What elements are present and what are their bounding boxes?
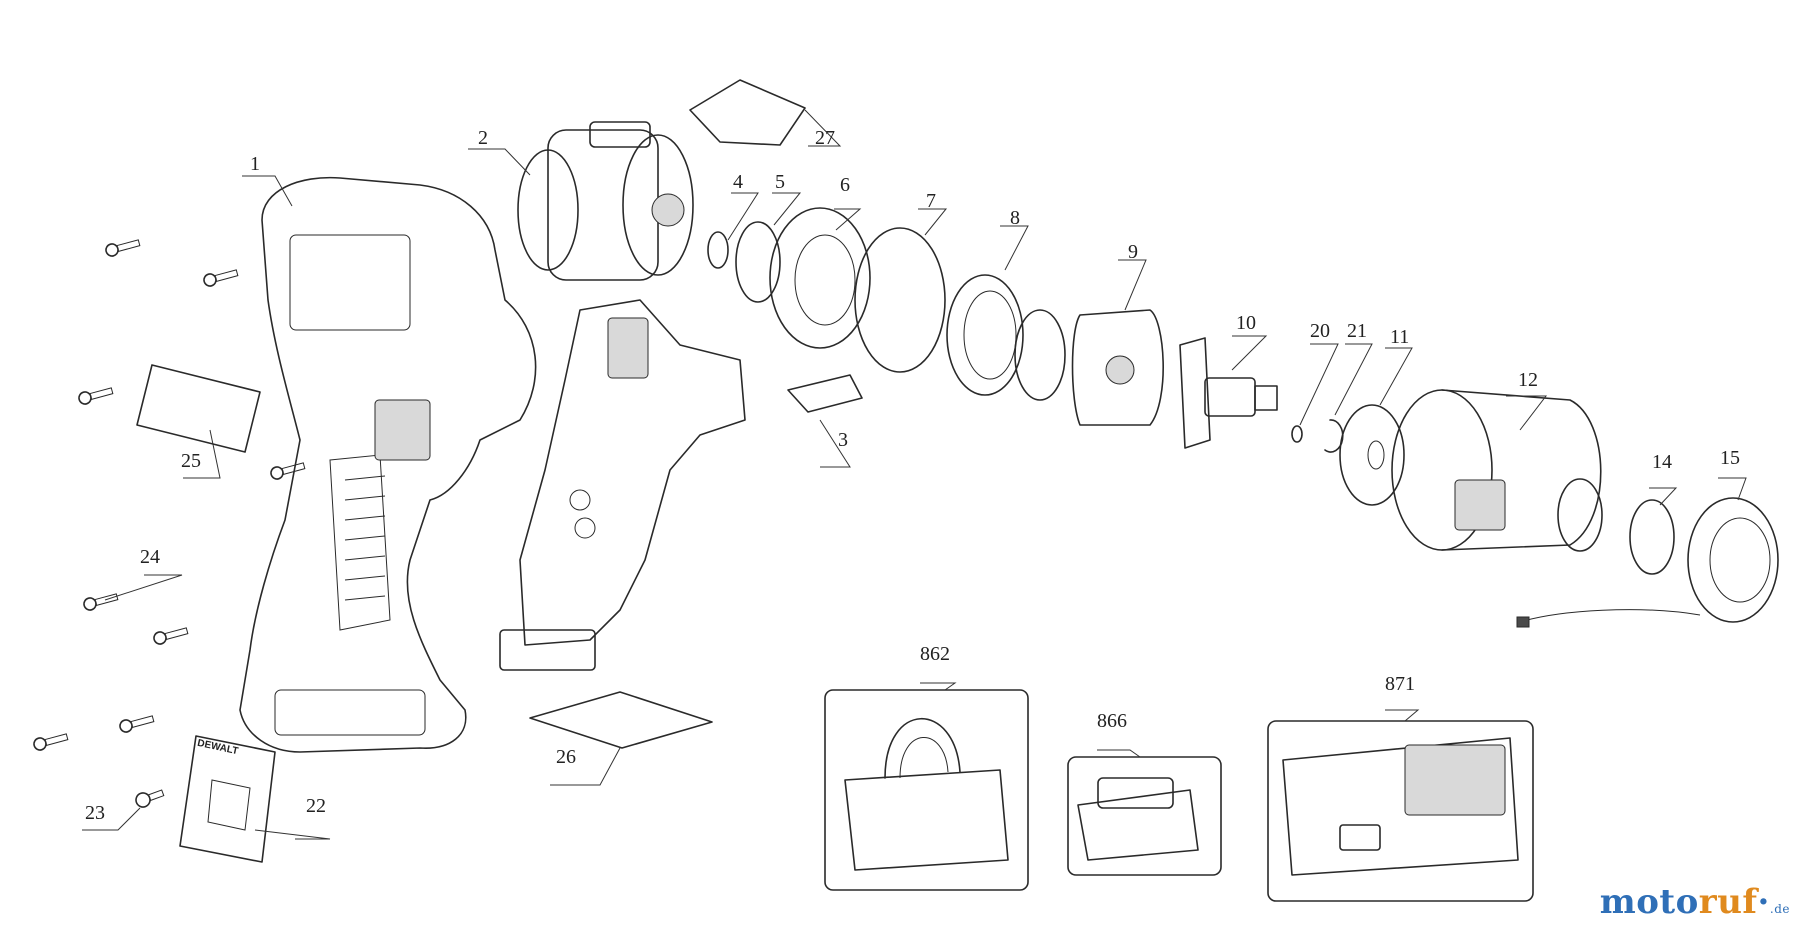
label-sheet xyxy=(529,691,713,749)
large-ring-7 xyxy=(854,227,946,373)
belt-clip xyxy=(179,735,276,863)
ring-gear xyxy=(946,274,1024,396)
callout-27: 27 xyxy=(815,127,835,149)
hammer-cage xyxy=(1014,309,1164,426)
callout-11: 11 xyxy=(1390,326,1410,348)
callout-1: 1 xyxy=(250,153,260,175)
callout-862: 862 xyxy=(920,643,950,665)
tool-bag xyxy=(844,718,1009,871)
o-ring-5 xyxy=(735,221,781,303)
callout-866: 866 xyxy=(1097,710,1127,732)
anvil xyxy=(1179,337,1278,449)
callout-12: 12 xyxy=(1518,369,1538,391)
kit-box-bag xyxy=(824,689,1029,891)
label-plate xyxy=(136,364,261,453)
callout-22: 22 xyxy=(306,795,326,817)
screws xyxy=(33,239,306,808)
pcb-plate xyxy=(689,79,806,146)
callout-21: 21 xyxy=(1347,320,1367,342)
kit-box-battery xyxy=(1067,756,1222,876)
o-ring-14 xyxy=(1629,499,1675,575)
callout-7: 7 xyxy=(926,190,936,212)
callout-5: 5 xyxy=(775,171,785,193)
callout-8: 8 xyxy=(1010,207,1020,229)
callout-24: 24 xyxy=(140,546,160,568)
callout-26: 26 xyxy=(556,746,576,768)
washer-4 xyxy=(707,231,729,269)
callout-9: 9 xyxy=(1128,241,1138,263)
callout-10: 10 xyxy=(1236,312,1256,334)
callout-3: 3 xyxy=(838,429,848,451)
motor-assembly xyxy=(517,121,694,281)
kit-box-charger xyxy=(1267,720,1534,902)
callout-15: 15 xyxy=(1720,447,1740,469)
washer-11 xyxy=(1339,404,1405,506)
callout-14: 14 xyxy=(1652,451,1672,473)
watermark-logo: motoruf·.de xyxy=(1599,882,1790,922)
callout-20: 20 xyxy=(1310,320,1330,342)
charger xyxy=(1282,737,1519,876)
callout-4: 4 xyxy=(733,171,743,193)
callout-2: 2 xyxy=(478,127,488,149)
trigger-module xyxy=(499,299,746,671)
callout-25: 25 xyxy=(181,450,201,472)
callout-23: 23 xyxy=(85,802,105,824)
bearing-plate xyxy=(769,207,871,349)
ring-20 xyxy=(1291,425,1303,443)
housing-half xyxy=(239,176,537,753)
switch-lever xyxy=(787,374,863,413)
callout-871: 871 xyxy=(1385,673,1415,695)
circlip-21 xyxy=(1324,419,1344,453)
battery-pack xyxy=(1077,777,1199,861)
led-ring xyxy=(1516,497,1779,628)
callout-6: 6 xyxy=(840,174,850,196)
leader-lines xyxy=(82,109,1747,840)
nose-housing xyxy=(1391,389,1603,552)
